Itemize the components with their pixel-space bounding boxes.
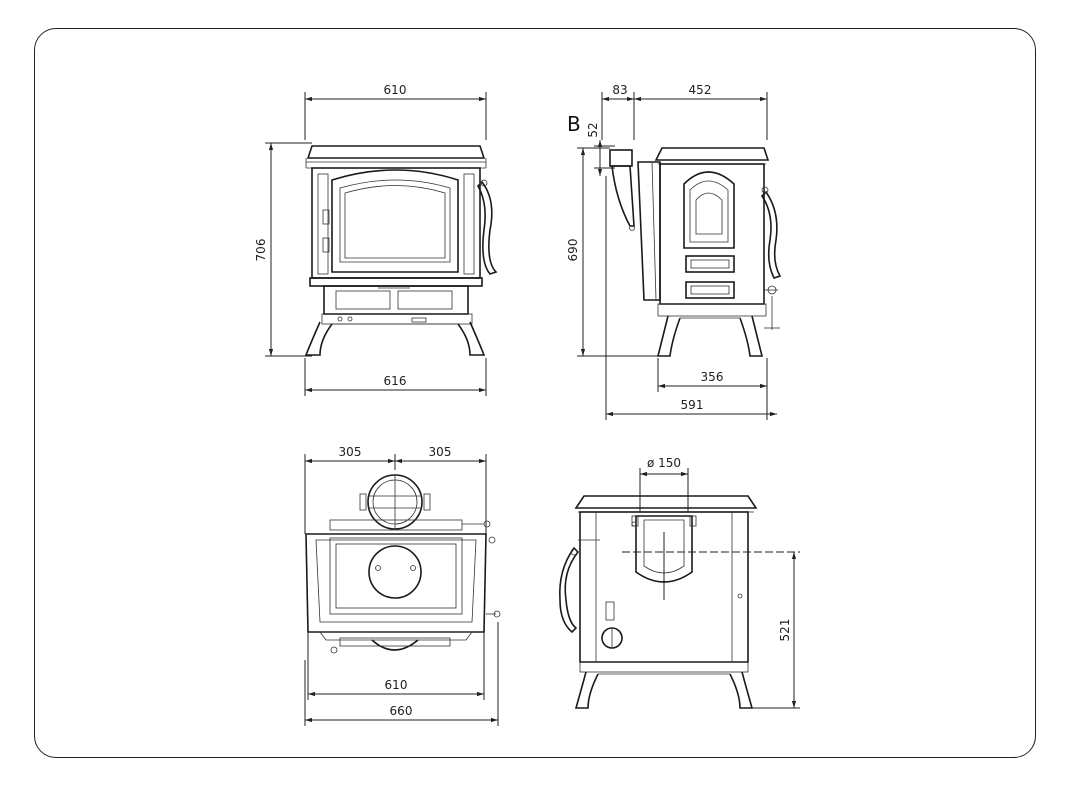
rear-view: ø 150 521	[558, 456, 800, 709]
side-depth-label: 452	[689, 83, 712, 97]
top-total-width-label: 660	[390, 704, 413, 718]
side-offset-label: 83	[612, 83, 627, 97]
front-width-label: 610	[384, 83, 407, 97]
top-left-half-label: 305	[339, 445, 362, 459]
front-bottom-width-label: 616	[384, 374, 407, 388]
side-total-depth-label: 591	[681, 398, 704, 412]
top-body-width-label: 610	[385, 678, 408, 692]
side-view: 83 452 B 52 690	[566, 83, 782, 420]
rear-flue-diameter-label: ø 150	[647, 456, 681, 470]
front-view: 610 706	[254, 83, 498, 396]
side-b-label: B	[567, 112, 581, 136]
side-leg-span-label: 356	[701, 370, 724, 384]
top-right-half-label: 305	[429, 445, 452, 459]
side-height-label: 690	[566, 239, 580, 262]
drawing-frame	[34, 28, 1036, 758]
top-view: 305 305 610	[304, 445, 501, 726]
rear-flue-height-label: 521	[778, 619, 792, 642]
side-b-offset-label: 52	[586, 122, 600, 137]
front-height-label: 706	[254, 239, 268, 262]
